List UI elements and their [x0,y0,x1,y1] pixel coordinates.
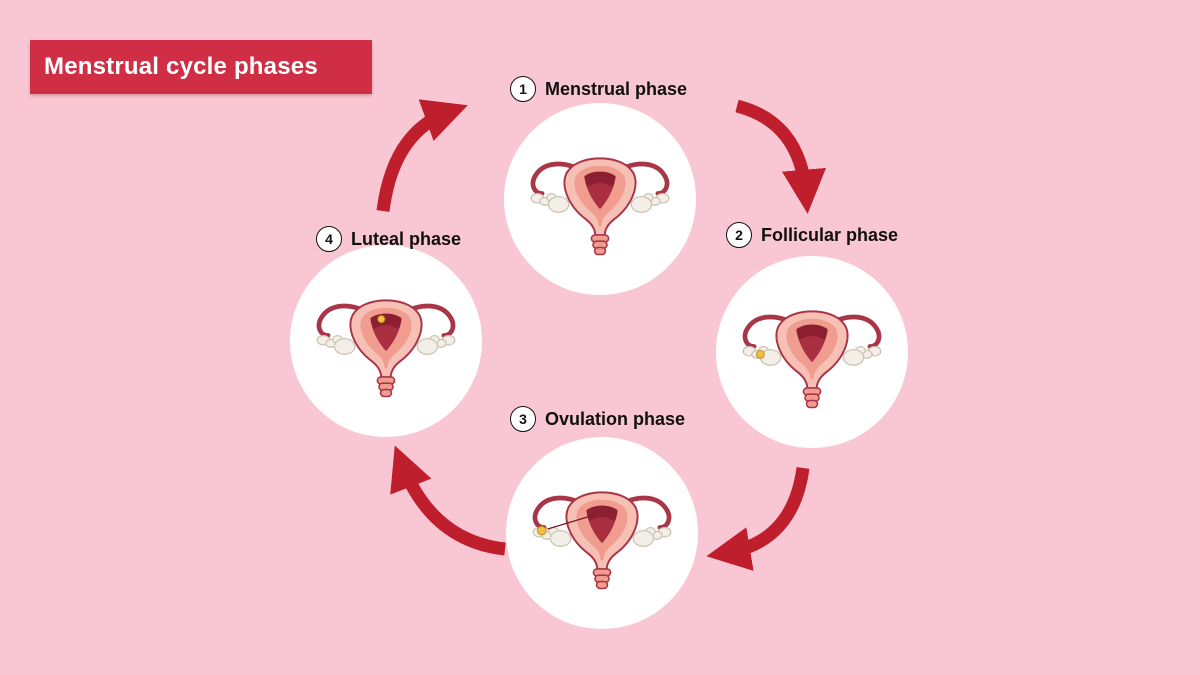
phase-number-badge: 4 [316,226,342,252]
phase-label-follicular: 2 Follicular phase [726,222,898,248]
phase-label-ovulation: 3 Ovulation phase [510,406,685,432]
phase-label-menstrual: 1 Menstrual phase [510,76,687,102]
follicle-icon [756,349,765,359]
uterus-illustration-luteal [300,274,472,408]
phase-circle-follicular [716,256,908,448]
egg-release-line [547,514,595,530]
uterus-illustration-follicular [726,285,898,419]
page-title: Menstrual cycle phases [44,53,318,80]
uterus-illustration-ovulation [516,466,688,600]
uterus-illustration-menstrual [514,132,686,266]
phase-number-badge: 3 [510,406,536,432]
phase-label-luteal: 4 Luteal phase [316,226,461,252]
phase-circle-menstrual [504,103,696,295]
title-banner: Menstrual cycle phases [30,40,372,94]
phase-name: Ovulation phase [545,408,686,429]
arrow-menstrual-to-follicular-icon [735,99,826,214]
arrow-luteal-to-menstrual-icon [376,99,468,212]
phase-name: Menstrual phase [545,78,688,99]
released-egg-icon [537,525,547,536]
arrow-follicular-to-ovulation-icon [706,467,810,571]
phase-circle-luteal [290,245,482,437]
phase-number-badge: 2 [726,222,752,248]
phase-name: Follicular phase [761,224,899,245]
phase-number-badge: 1 [510,76,536,102]
phase-name: Luteal phase [351,228,462,249]
arrow-ovulation-to-luteal-icon [390,445,506,556]
corpus-luteum-icon [377,315,386,324]
phase-circle-ovulation [506,437,698,629]
